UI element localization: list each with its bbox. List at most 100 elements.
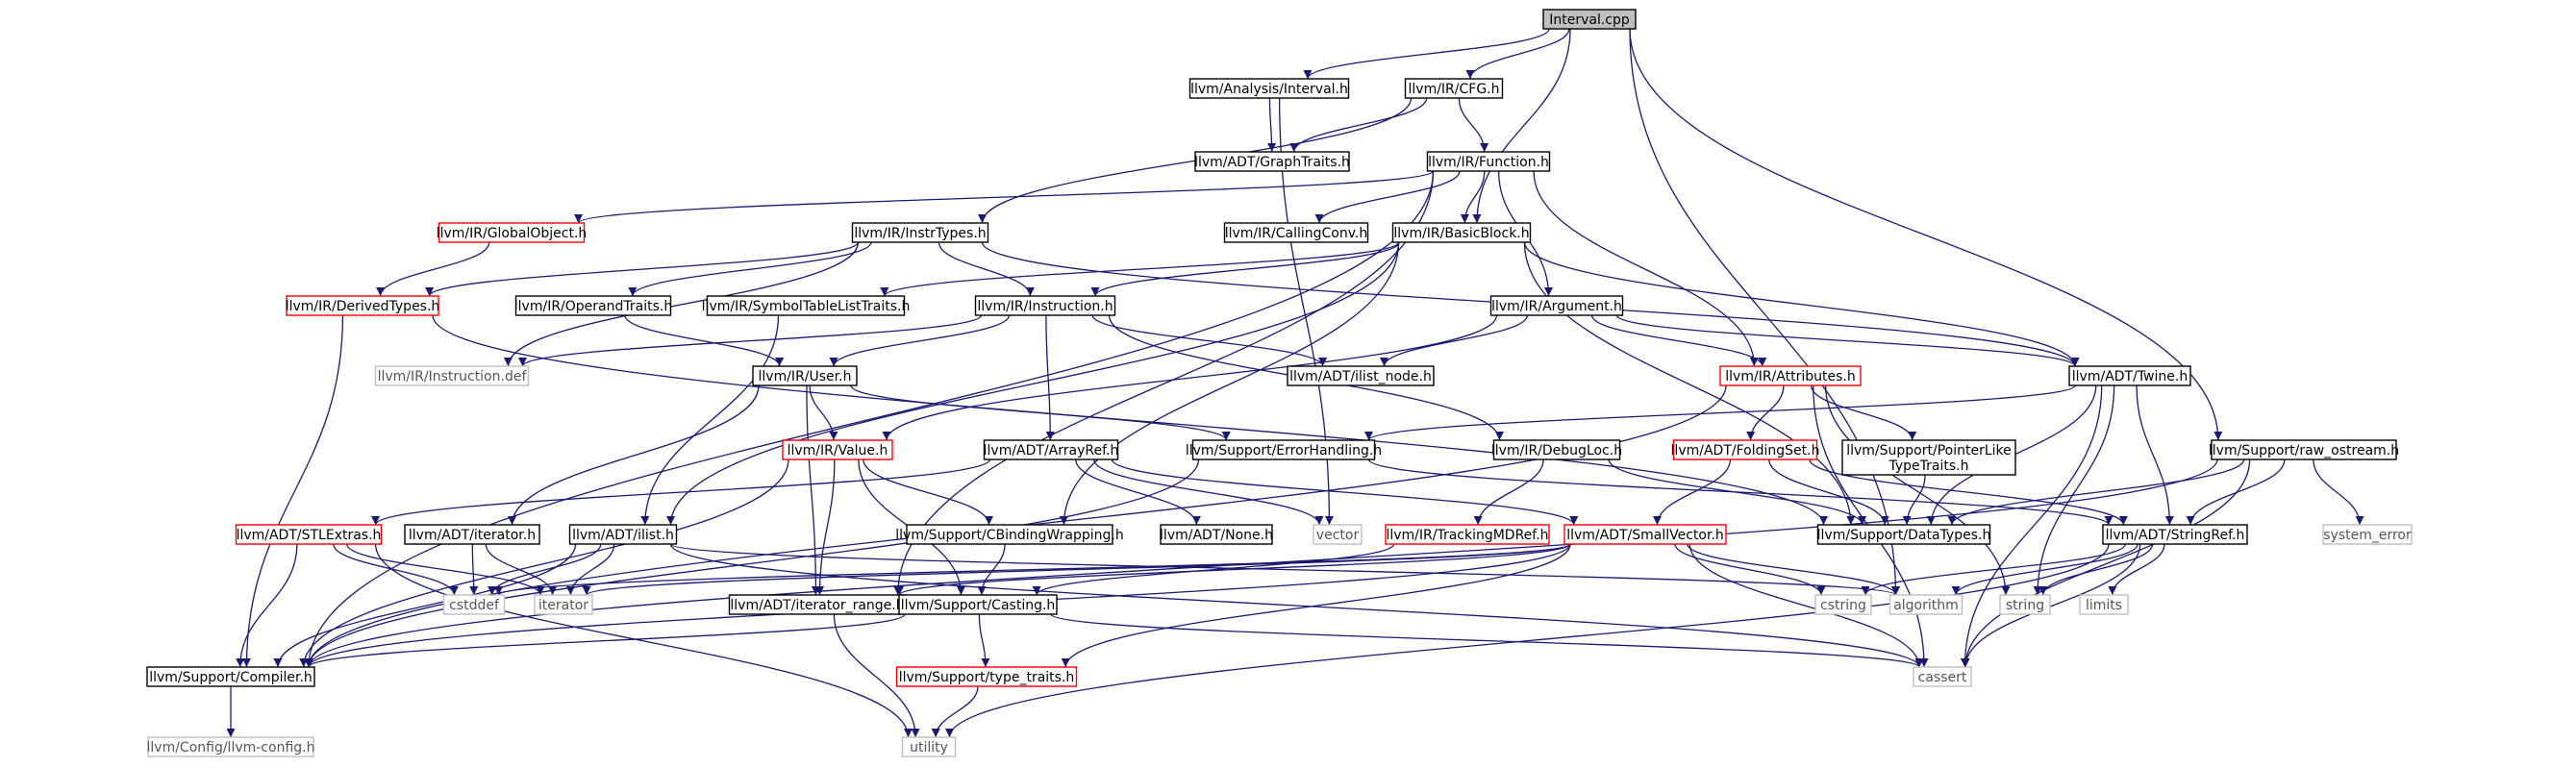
node-box <box>1194 151 1350 172</box>
node-support-cbindingwrapping-h[interactable]: llvm/Support/CBindingWrapping.h <box>895 524 1124 545</box>
node-label: llvm/IR/InstrTypes.h <box>854 226 986 241</box>
edge-ir_derivedtypes_h-to-support_compiler_h <box>241 314 344 668</box>
node-label: llvm/IR/User.h <box>759 369 852 384</box>
node-adt-twine-h[interactable]: llvm/ADT/Twine.h <box>2068 365 2191 386</box>
node-support-type-traits-h[interactable]: llvm/Support/type_traits.h <box>895 666 1078 687</box>
node-ir-symboltablelisttraits-h[interactable]: llvm/IR/SymbolTableListTraits.h <box>702 295 911 316</box>
node-interval-cpp[interactable]: Interval.cpp <box>1542 9 1637 30</box>
node-box <box>146 666 315 687</box>
node-adt-ilist-node-h[interactable]: llvm/ADT/ilist_node.h <box>1287 365 1435 386</box>
node-adt-smallvector-h[interactable]: llvm/ADT/SmallVector.h <box>1563 524 1727 545</box>
node-label: llvm/ADT/Twine.h <box>2072 369 2188 384</box>
node-box <box>2211 439 2397 460</box>
node-support-errorhandling-h[interactable]: llvm/Support/ErrorHandling.h <box>1186 439 1382 460</box>
node-ir-basicblock-h[interactable]: llvm/IR/BasicBlock.h <box>1391 222 1532 243</box>
node-ir-globalobject-h[interactable]: llvm/IR/GlobalObject.h <box>437 222 588 243</box>
edge-adt_foldingset_h-to-support_datatypes_h <box>1768 458 1889 526</box>
edge-support_raw_ostream_h-to-system_error <box>2313 458 2364 526</box>
node-adt-arrayref-h[interactable]: llvm/ADT/ArrayRef.h <box>984 439 1119 460</box>
node-label: llvm/IR/Argument.h <box>1491 299 1622 314</box>
edge-ir_function_h-to-ir_attributes_h <box>1533 170 1759 367</box>
node-label: llvm/ADT/ilist_node.h <box>1289 369 1432 384</box>
node-ir-callingconv-h[interactable]: llvm/IR/CallingConv.h <box>1223 222 1369 243</box>
node-label: Interval.cpp <box>1549 12 1630 28</box>
node-adt-iterator-range-h[interactable]: llvm/ADT/iterator_range.h <box>728 594 907 615</box>
node-analysis-interval-h[interactable]: llvm/Analysis/Interval.h <box>1188 78 1350 99</box>
node-adt-graphtraits-h[interactable]: llvm/ADT/GraphTraits.h <box>1194 151 1350 172</box>
node-label: llvm/IR/Attributes.h <box>1725 369 1855 384</box>
edge-adt_twine_h-to-cassert <box>1960 384 2103 668</box>
node-adt-stlextras-h[interactable]: llvm/ADT/STLExtras.h <box>235 524 383 545</box>
node-box <box>901 736 957 757</box>
node-label: llvm/ADT/ArrayRef.h <box>984 443 1119 458</box>
edge-adt_twine_h-to-adt_stringref_h <box>2136 384 2174 526</box>
node-ir-derivedtypes-h[interactable]: llvm/IR/DerivedTypes.h <box>286 295 440 316</box>
edge-adt_stringref_h-to-cassert <box>1961 543 2141 668</box>
node-ir-instrtypes-h[interactable]: llvm/IR/InstrTypes.h <box>851 222 989 243</box>
node-ir-value-h[interactable]: llvm/IR/Value.h <box>782 439 893 460</box>
node-label: llvm/ADT/iterator_range.h <box>730 598 904 613</box>
edge-ir_attributes_h-to-support_pointerliketypetraits_h <box>1810 384 1917 441</box>
node-label: llvm/Support/DataTypes.h <box>1817 528 1991 543</box>
edge-ir_function_h-to-support_compiler_h <box>304 170 1435 668</box>
edge-ir_operandtraits_h-to-ir_user_h <box>624 314 785 367</box>
node-ir-trackingmdref-h[interactable]: llvm/IR/TrackingMDRef.h <box>1385 524 1550 545</box>
edge-adt_smallvector_h-to-iterator <box>582 543 1571 596</box>
edge-ir_function_h-to-ir_basicblock_h <box>1460 170 1486 224</box>
node-ir-argument-h[interactable]: llvm/IR/Argument.h <box>1489 295 1624 316</box>
node-vector: vector <box>1313 524 1363 545</box>
node-box <box>1492 439 1621 460</box>
edge-ir_basicblock_h-to-adt_ilist_h <box>666 241 1400 526</box>
node-box <box>2068 365 2191 386</box>
edge-ir_argument_h-to-ir_value_h <box>882 314 1498 441</box>
node-ir-function-h[interactable]: llvm/IR/Function.h <box>1426 151 1551 172</box>
node-ir-debugloc-h[interactable]: llvm/IR/DebugLoc.h <box>1491 439 1622 460</box>
node-box <box>534 594 593 615</box>
node-ir-user-h[interactable]: llvm/IR/User.h <box>752 365 858 386</box>
edge-adt_arrayref_h-to-adt_stlextras_h <box>371 458 991 526</box>
node-adt-foldingset-h[interactable]: llvm/ADT/FoldingSet.h <box>1671 439 1820 460</box>
node-adt-ilist-h[interactable]: llvm/ADT/ilist.h <box>568 524 678 545</box>
node-ir-operandtraits-h[interactable]: llvm/IR/OperandTraits.h <box>514 295 672 316</box>
node-label: llvm/Config/llvm-config.h <box>147 740 315 756</box>
node-adt-stringref-h[interactable]: llvm/ADT/StringRef.h <box>2102 524 2248 545</box>
node-box <box>147 736 314 757</box>
node-ir-attributes-h[interactable]: llvm/IR/Attributes.h <box>1719 365 1862 386</box>
node-box <box>1888 594 1963 615</box>
node-label: llvm/ADT/GraphTraits.h <box>1194 155 1350 170</box>
node-ir-instruction-def: llvm/IR/Instruction.def <box>374 365 530 386</box>
edge-adt_arrayref_h-to-adt_smallvector_h <box>1111 458 1579 526</box>
edge-adt_stringref_h-to-string <box>2038 543 2154 596</box>
edge-adt_ilist_h-to-support_compiler_h <box>273 543 577 668</box>
node-label: llvm/Support/type_traits.h <box>899 670 1075 685</box>
node-label: llvm/ADT/STLExtras.h <box>237 528 382 543</box>
edge-support_casting_h-to-support_type_traits_h <box>978 613 990 668</box>
node-label: llvm/Support/Casting.h <box>901 598 1056 613</box>
node-label: llvm/Support/ErrorHandling.h <box>1186 443 1382 458</box>
edge-support_raw_ostream_h-to-adt_stringref_h <box>2186 458 2286 526</box>
node-label: llvm/IR/DerivedTypes.h <box>286 299 440 314</box>
node-support-datatypes-h[interactable]: llvm/Support/DataTypes.h <box>1817 524 1991 545</box>
node-label: llvm/Support/PointerLike <box>1846 443 2012 458</box>
node-box <box>2079 594 2129 615</box>
edge-ir_cfg_h-to-ir_function_h <box>1458 97 1489 153</box>
node-adt-iterator-h[interactable]: llvm/ADT/iterator.h <box>404 524 540 545</box>
node-ir-cfg-h[interactable]: llvm/IR/CFG.h <box>1404 78 1504 99</box>
edge-adt_stlextras_h-to-cstddef <box>333 543 459 596</box>
node-box <box>782 439 893 460</box>
node-cstring: cstring <box>1814 594 1872 615</box>
node-support-compiler-h[interactable]: llvm/Support/Compiler.h <box>146 666 315 687</box>
edge-ir_trackingmdref_h-to-support_casting_h <box>1032 543 1395 596</box>
node-support-raw-ostream-h[interactable]: llvm/Support/raw_ostream.h <box>2209 439 2399 460</box>
node-adt-none-h[interactable]: llvm/ADT/None.h <box>1160 524 1273 545</box>
node-support-casting-h[interactable]: llvm/Support/Casting.h <box>898 594 1058 615</box>
edge-adt_smallvector_h-to-algorithm <box>1687 543 1900 596</box>
node-ir-instruction-h[interactable]: llvm/IR/Instruction.h <box>974 295 1116 316</box>
node-box <box>1426 151 1551 172</box>
node-box <box>906 524 1113 545</box>
edge-adt_ilist_h-to-cassert <box>669 543 1924 668</box>
edge-ir_debugloc_h-to-ir_trackingmdref_h <box>1473 458 1544 526</box>
node-box <box>1313 524 1363 545</box>
edge-support_raw_ostream_h-to-cassert <box>1961 458 2251 668</box>
